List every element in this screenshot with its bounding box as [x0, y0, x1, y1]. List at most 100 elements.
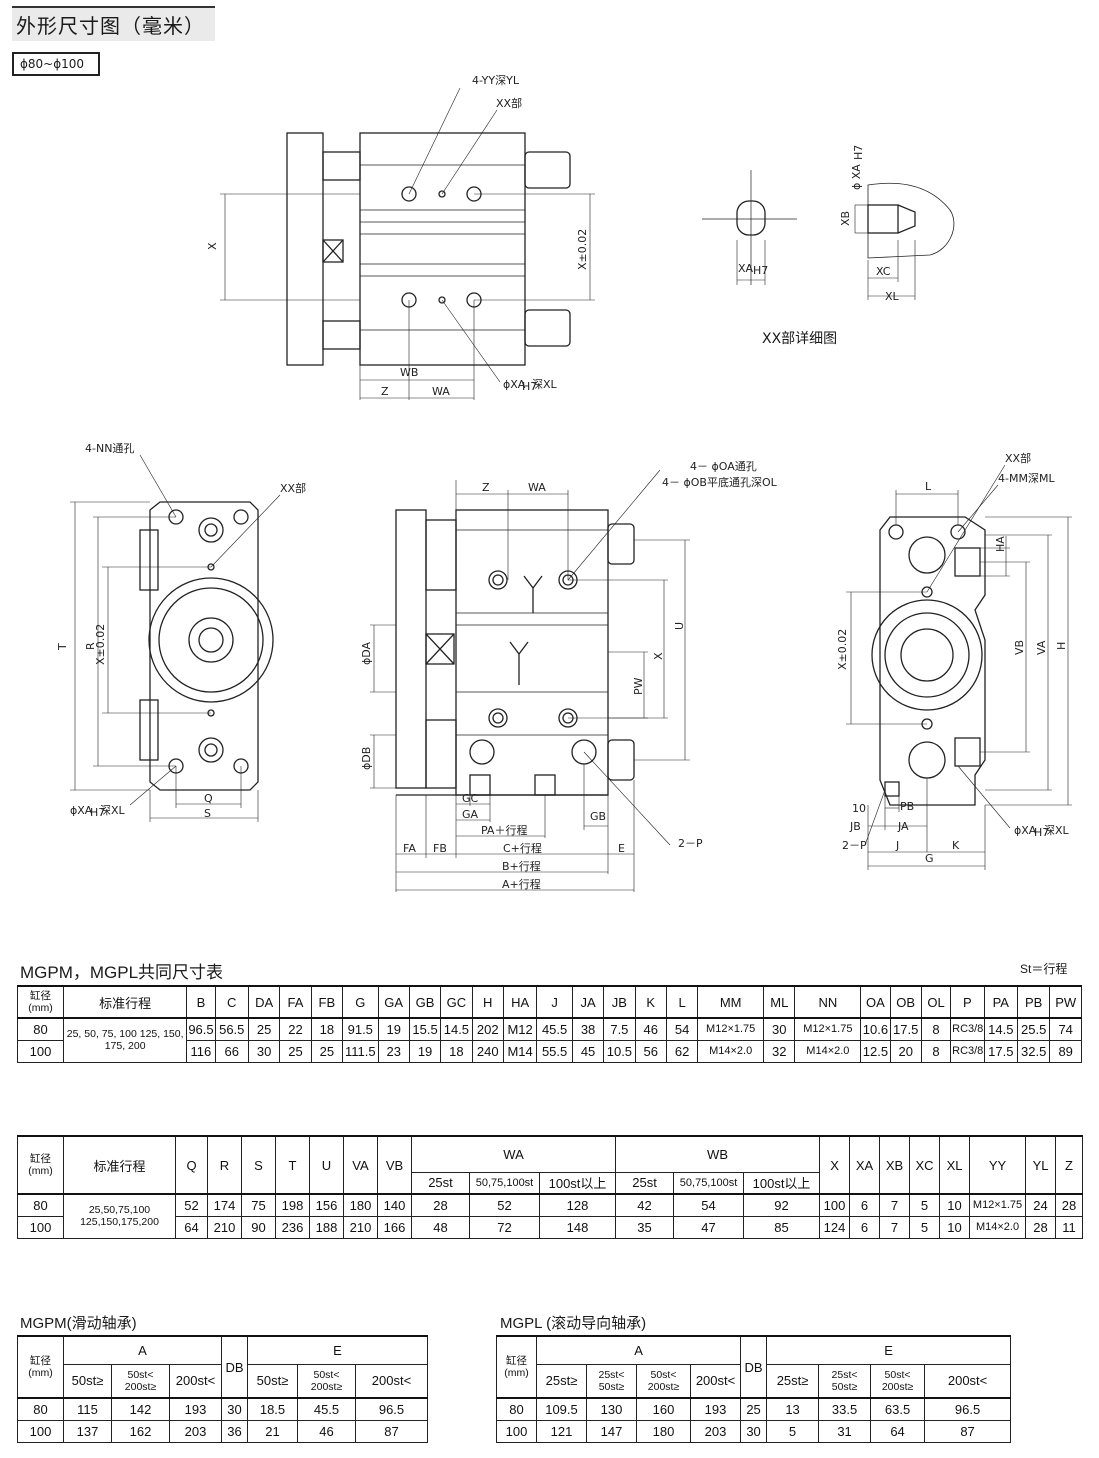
- table-cell: M14×2.0: [969, 1215, 1027, 1239]
- label-xa: ϕXA: [70, 804, 93, 817]
- label-phi-xa: ϕ XA: [850, 164, 863, 190]
- front-view-drawing: [70, 454, 281, 822]
- table-cell: 100: [819, 1193, 851, 1217]
- table3-subheader: 200st<: [355, 1363, 428, 1399]
- table-cell: 96.5: [355, 1397, 428, 1421]
- top-view-labels: 4-YY深YL XX部 X X±0.02 WB Z WA ϕXA H7 深XL: [206, 74, 589, 398]
- label-h7: H7: [522, 380, 537, 393]
- label-l: L: [925, 480, 932, 493]
- table-cell: 30: [247, 1039, 281, 1063]
- technical-drawings: 4-YY深YL XX部 X X±0.02 WB Z WA ϕXA H7 深XL …: [56, 74, 1072, 892]
- label-vb: VB: [1013, 640, 1026, 655]
- table-cell: 142: [111, 1397, 170, 1421]
- table-cell: 80: [496, 1397, 537, 1421]
- table-cell: M12: [502, 1017, 538, 1041]
- table-cell: 137: [63, 1419, 112, 1443]
- table4-subheader: 50st< 200st≥: [870, 1363, 926, 1399]
- label-k: K: [952, 839, 960, 852]
- label-xb: XB: [839, 211, 852, 226]
- table2-subheader: 100st以上: [538, 1171, 617, 1195]
- table4-subheader: 50st< 200st≥: [636, 1363, 691, 1399]
- table4-subheader: 25st≥: [766, 1363, 820, 1399]
- label-4-nn: 4-NN通孔: [85, 442, 134, 455]
- table-cell: RC3/8: [950, 1039, 985, 1063]
- label-t: T: [56, 643, 69, 651]
- label-4-mm: 4-MM深ML: [998, 472, 1055, 485]
- label-r: R: [84, 642, 97, 650]
- detail-labels: XA H7 ϕ XA H7 XB XC XL: [738, 145, 900, 303]
- table1-header: DA: [247, 985, 281, 1019]
- label-wa: WA: [528, 481, 546, 494]
- table3-subheader: 50st< 200st≥: [297, 1363, 356, 1399]
- table-cell: 64: [870, 1419, 926, 1443]
- table-cell: 33.5: [818, 1397, 872, 1421]
- table-cell: 5: [909, 1193, 941, 1217]
- table-cell: 25: [279, 1039, 312, 1063]
- table-cell: 166: [377, 1215, 412, 1239]
- table2-header: VA: [343, 1135, 378, 1195]
- table-cell: 210: [343, 1215, 378, 1239]
- table1-header: 缸径(mm): [17, 985, 64, 1019]
- table-cell: 100: [17, 1039, 64, 1063]
- table1-header: PW: [1049, 985, 1082, 1019]
- table-cell: 36: [221, 1419, 248, 1443]
- table-cell: 25.5: [1016, 1017, 1051, 1041]
- table-cell: 89: [1049, 1039, 1082, 1063]
- table-cell: 80: [17, 1397, 64, 1421]
- table1-header: B: [186, 985, 216, 1019]
- table-cell: 48: [411, 1215, 470, 1239]
- label-2p: 2－P: [678, 837, 703, 850]
- label-ja: JA: [897, 820, 909, 833]
- table1-header: 标准行程: [62, 985, 188, 1019]
- table3-subheader: 50st≥: [63, 1363, 112, 1399]
- top-view-drawing: [220, 87, 595, 400]
- label-wb: WB: [400, 366, 418, 379]
- table3-subheader: 50st< 200st≥: [111, 1363, 170, 1399]
- table-cell: 162: [111, 1419, 170, 1443]
- table4-header: E: [766, 1335, 1012, 1365]
- label-xx-part: XX部: [280, 481, 306, 495]
- table-cell: 10: [939, 1193, 971, 1217]
- table2-header: XB: [879, 1135, 911, 1195]
- table2-header: XL: [939, 1135, 971, 1195]
- label-z: Z: [482, 481, 490, 494]
- table1-header: FB: [310, 985, 344, 1019]
- table1-header: HA: [502, 985, 538, 1019]
- table-cell: M12×1.75: [969, 1193, 1027, 1217]
- label-a: A+行程: [502, 878, 541, 891]
- label-c: C+行程: [503, 842, 542, 855]
- table3-subheader: 50st≥: [247, 1363, 298, 1399]
- table-cell: 96.5: [186, 1017, 216, 1041]
- label-u: U: [673, 622, 686, 630]
- label-e: E: [618, 842, 625, 855]
- label-xc: XC: [876, 265, 891, 278]
- table1-header: NN: [794, 985, 862, 1019]
- side-view-labels: Z WA 4－ ϕOA通孔 4－ ϕOB平底通孔深OL ϕDA ϕDB U X …: [360, 460, 778, 891]
- table-cell: 18.5: [247, 1397, 298, 1421]
- table4-subheader: 25st≥: [536, 1363, 587, 1399]
- detail-caption: XX部详细图: [762, 331, 838, 347]
- table1-header: OL: [920, 985, 952, 1019]
- table4-subheader: 25st< 50st≥: [818, 1363, 872, 1399]
- table-cell: 193: [689, 1397, 742, 1421]
- front-view-labels: 4-NN通孔 XX部 T R X±0.02 Q S ϕXA H7 深XL: [56, 442, 306, 820]
- table-cell: 56.5: [214, 1017, 249, 1041]
- table-cell: 156: [309, 1193, 344, 1217]
- label-ob: 4－ ϕOB平底通孔深OL: [662, 475, 778, 489]
- table-cell: 92: [743, 1193, 821, 1217]
- table-cell: 64: [175, 1215, 208, 1239]
- table3-subheader: 200st<: [169, 1363, 222, 1399]
- table-cell: M14×2.0: [794, 1039, 862, 1063]
- table-cell: 54: [665, 1017, 699, 1041]
- label-gc: GC: [462, 792, 479, 805]
- table-cell: 31: [818, 1419, 872, 1443]
- table-cell: 62: [665, 1039, 699, 1063]
- table4-header: DB: [740, 1335, 768, 1399]
- table1-header: OA: [860, 985, 891, 1019]
- label-xl: 深XL: [100, 804, 126, 817]
- label-h: H: [1055, 642, 1068, 650]
- table2-header: R: [207, 1135, 242, 1195]
- table2-header: 缸径(mm): [17, 1135, 64, 1195]
- table-cell: 18: [310, 1017, 344, 1041]
- label-ha: HA: [994, 536, 1007, 552]
